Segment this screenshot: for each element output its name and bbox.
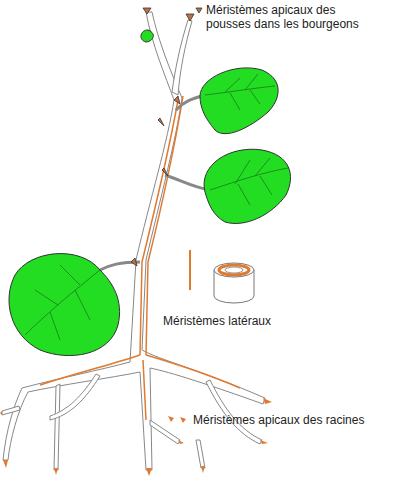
petiole xyxy=(100,30,210,270)
root-tip-meristem xyxy=(0,398,272,476)
lateral-meristem-label: Méristèmes latéraux xyxy=(163,314,363,328)
cylinder-icon xyxy=(214,263,254,303)
lateral-meristem-icon xyxy=(189,250,191,290)
root-meristem-label: Méristèmes apicaux des racines xyxy=(193,413,393,427)
leaf-vein xyxy=(25,74,288,340)
bud-meristem xyxy=(131,8,202,266)
leaf xyxy=(9,30,291,356)
shoot-meristem-label: Méristèmes apicaux des pousses dans les … xyxy=(206,3,376,31)
